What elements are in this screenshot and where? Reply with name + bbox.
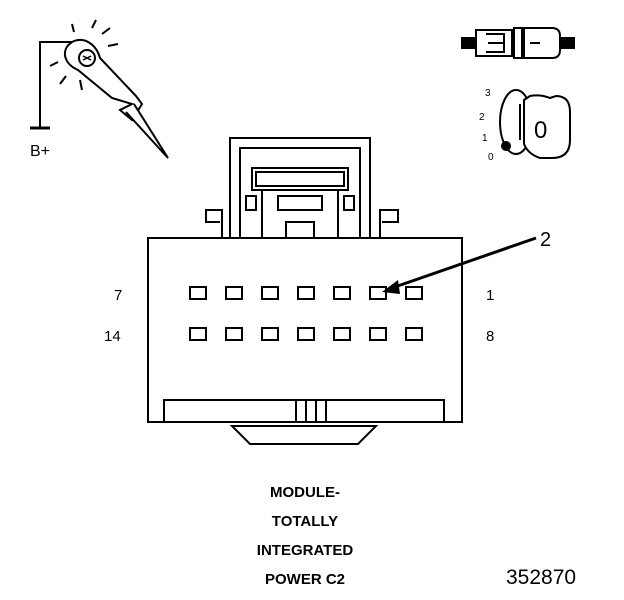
callout-arrow [382,236,537,294]
caption-line-4: POWER C2 [264,571,345,588]
callout-number: 2 [540,229,551,251]
key-position-1: 1 [482,133,488,144]
caption-line-3: INTEGRATED [256,542,354,559]
key-label: 0 [534,117,547,144]
caption-line-1: MODULE- [270,484,340,501]
pin-label-7: 7 [114,287,122,304]
test-light-probe-icon [30,19,169,159]
pin-row-2 [189,327,423,341]
pin-row-1 [189,286,423,300]
supply-label: B+ [30,143,50,160]
pin-label-1: 1 [486,287,494,304]
key-position-3: 3 [485,88,491,99]
pin-label-8: 8 [486,328,494,345]
caption-line-2: TOTALLY [271,513,339,530]
key-position-0: 0 [488,152,494,163]
ignition-key-icon [499,89,571,159]
fuse-icon [461,27,575,59]
pin-label-14: 14 [104,328,121,345]
figure-number: 352870 [506,566,577,589]
key-position-2: 2 [479,112,485,123]
